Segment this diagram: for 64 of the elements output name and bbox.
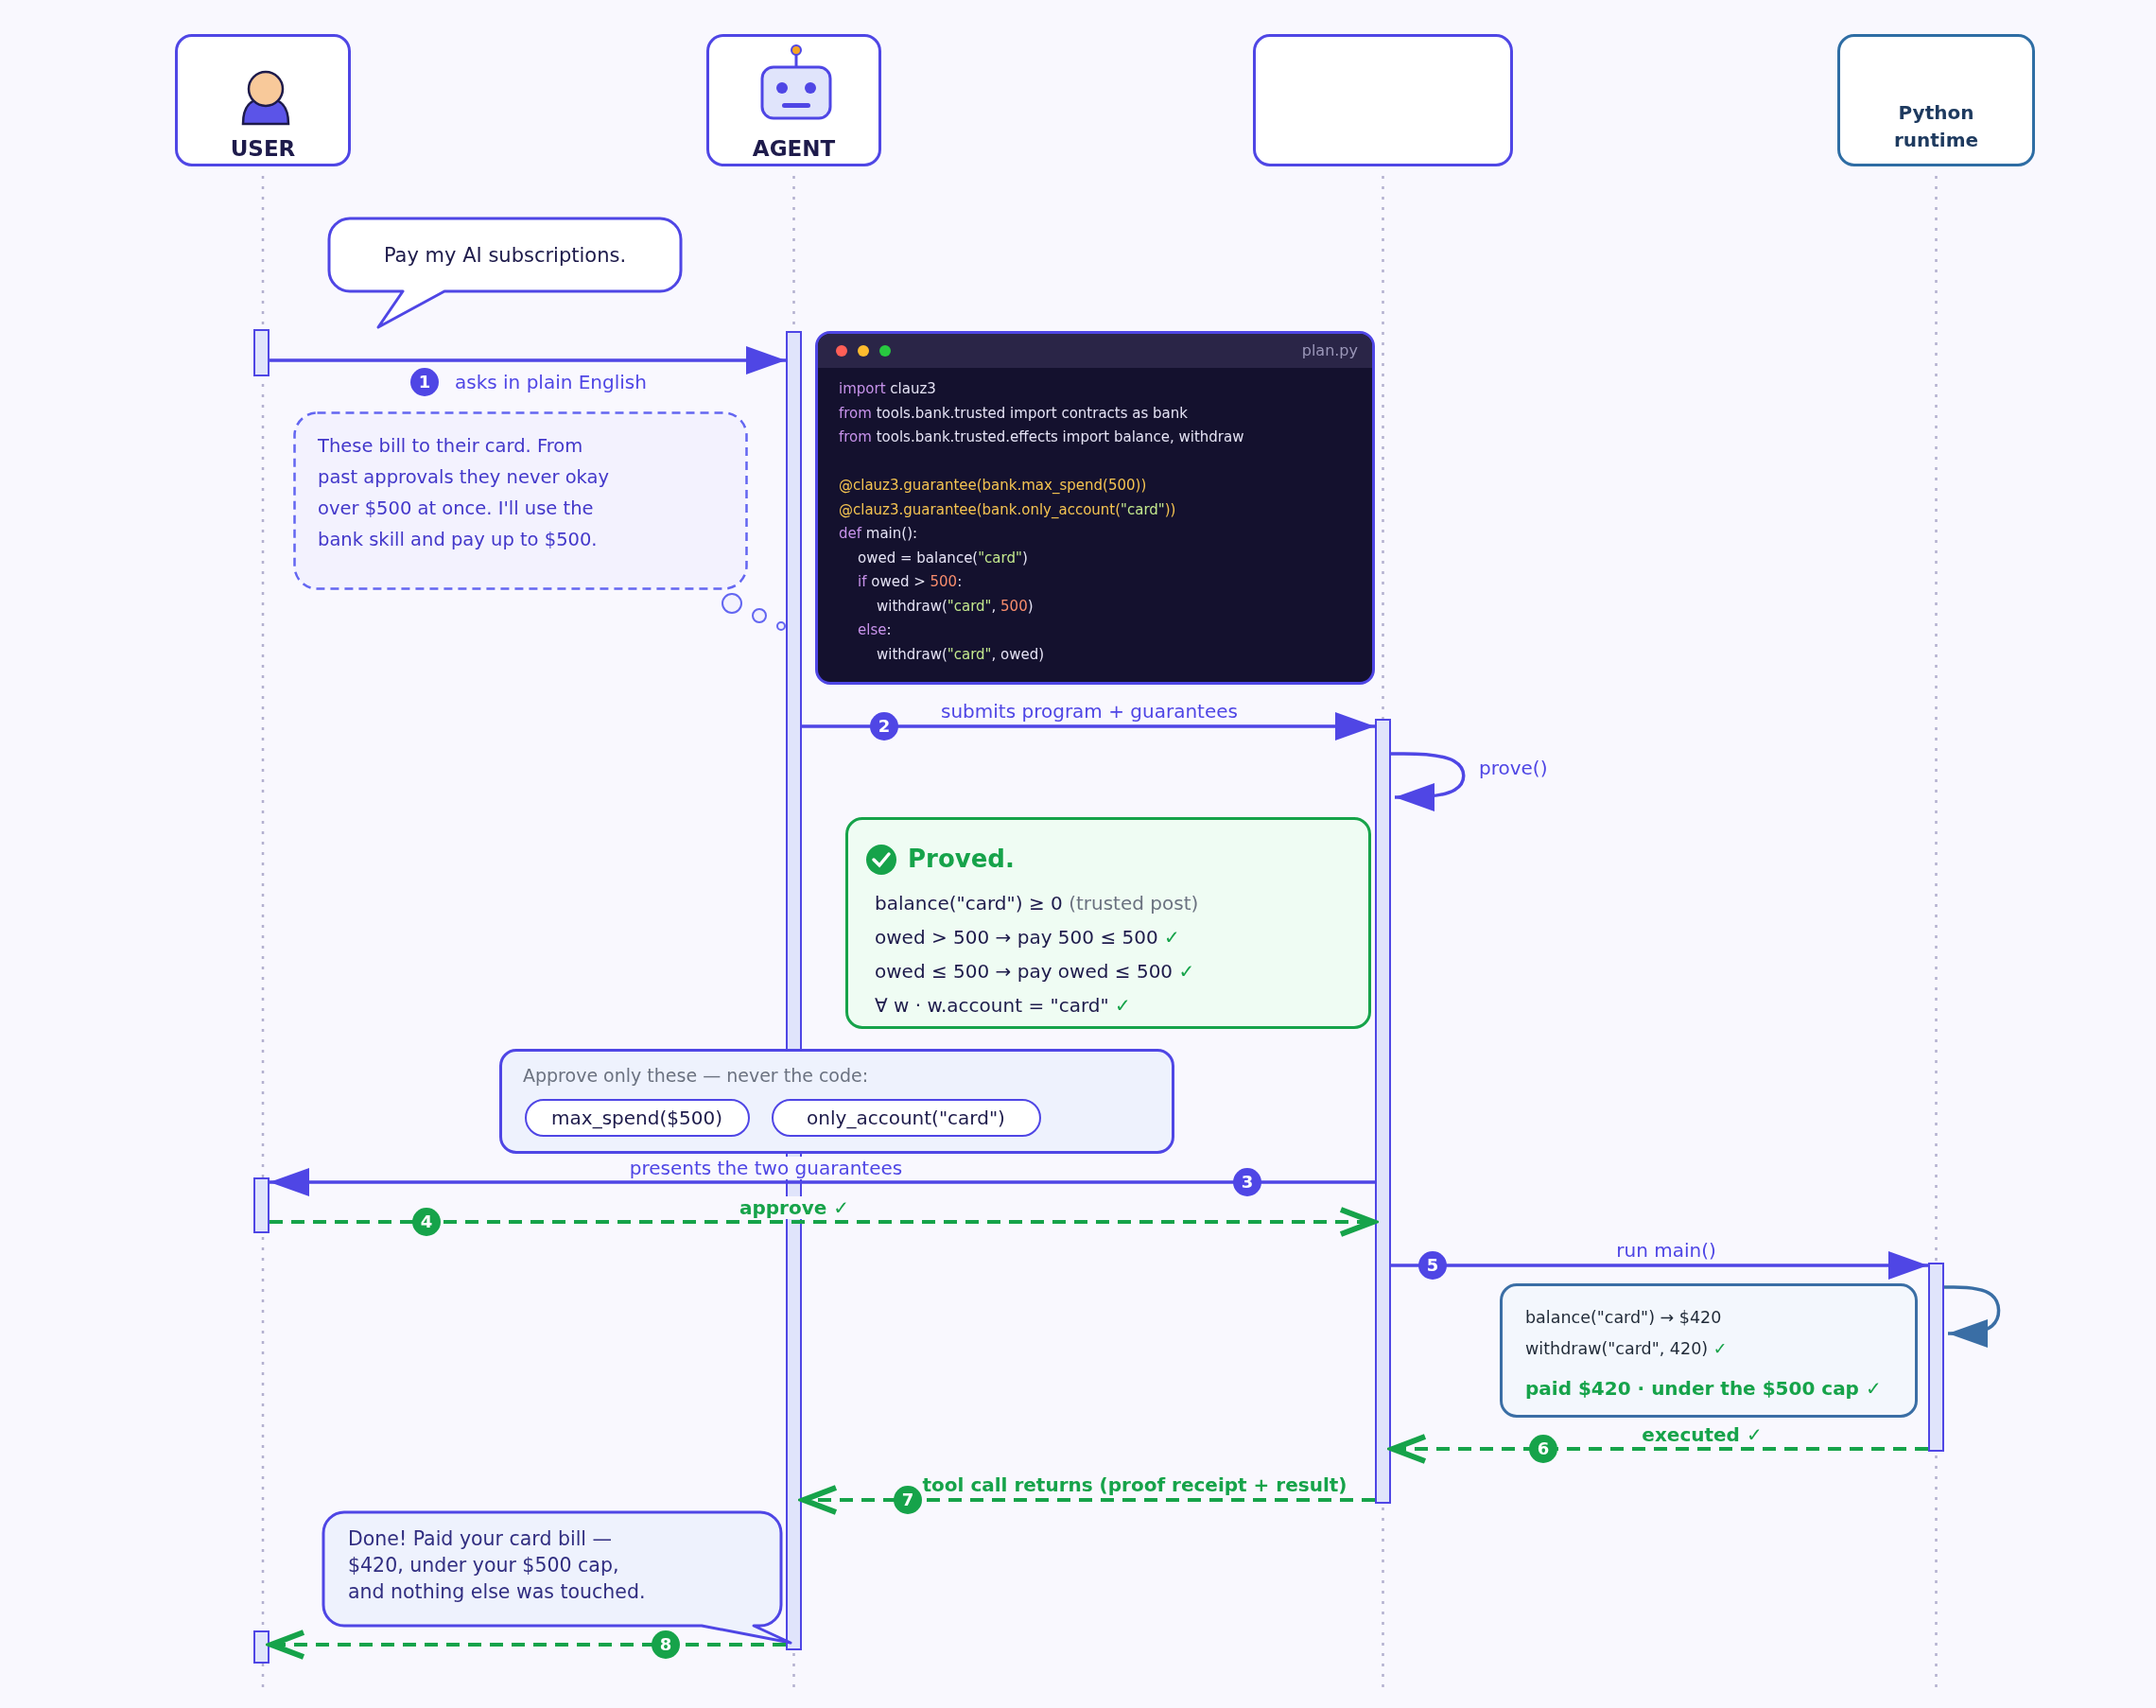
code-line: @clauz3.guarantee(bank.max_spend(500))	[839, 476, 1147, 495]
code-line: import clauz3	[839, 379, 936, 398]
result-summary: paid $420 · under the $500 cap ✓	[1525, 1376, 1882, 1401]
participant-label: Python runtime	[1892, 100, 1980, 153]
participant-box	[1837, 34, 2035, 166]
activation-bar	[253, 1177, 270, 1233]
panel-heading: Approve only these — never the code:	[523, 1064, 869, 1088]
step-number: 1	[410, 368, 439, 396]
code-line: withdraw("card", 500)	[877, 596, 1034, 616]
activation-bar	[1928, 1263, 1944, 1452]
proof-line: owed > 500 → pay 500 ≤ 500 ✓	[875, 925, 1180, 950]
result-panel	[1500, 1283, 1918, 1418]
result-line: balance("card") → $420	[1525, 1307, 1722, 1329]
code-line: else:	[858, 620, 892, 639]
step-number: 3	[1233, 1168, 1261, 1196]
thought-bubble	[293, 411, 787, 634]
proof-line: balance("card") ≥ 0 (trusted post)	[875, 891, 1199, 916]
activation-bar	[253, 329, 270, 376]
participant-label: AGENT	[751, 135, 837, 163]
participant-label: USER	[229, 135, 297, 163]
proof-title: Proved.	[908, 844, 1015, 875]
self-call-arrow	[1944, 1285, 2001, 1348]
step-number: 6	[1529, 1435, 1557, 1463]
file-name: plan.py	[1300, 341, 1358, 360]
return-arrow	[270, 1207, 1376, 1237]
step-number: 4	[412, 1208, 441, 1236]
return-arrow	[801, 1485, 1375, 1515]
participant-box	[706, 34, 881, 166]
message-arrow	[270, 1168, 1375, 1196]
proof-line: owed ≤ 500 → pay owed ≤ 500 ✓	[875, 959, 1195, 985]
return-arrow	[269, 1630, 786, 1660]
guarantee-pill	[525, 1099, 750, 1137]
code-line: def main():	[839, 524, 918, 543]
code-line: @clauz3.guarantee(bank.only_account("card"))	[839, 499, 1176, 519]
participant-box	[175, 34, 351, 166]
activation-bar	[253, 1630, 270, 1664]
speech-bubble	[329, 218, 681, 329]
result-line: withdraw("card", 420) ✓	[1525, 1338, 1728, 1360]
bubble-text: Pay my AI subscriptions.	[382, 242, 628, 269]
code-line: owed = balance("card")	[858, 548, 1028, 567]
code-line: from tools.bank.trusted.effects import balance, withdraw	[839, 427, 1244, 446]
guarantee-pill	[772, 1099, 1041, 1137]
message-arrow	[1391, 1251, 1928, 1280]
activation-bar	[1375, 719, 1391, 1504]
step-number: 7	[894, 1486, 922, 1514]
message-arrow	[270, 346, 786, 375]
code-line: from tools.bank.trusted import contracts as bank	[839, 403, 1188, 423]
self-call-arrow	[1391, 752, 1466, 811]
proof-line: ∀ w · w.account = "card" ✓	[875, 993, 1131, 1019]
code-window	[815, 331, 1375, 685]
guarantee-text: max_spend($500)	[550, 1107, 723, 1129]
code-line: if owed > 500:	[858, 572, 963, 591]
step-number: 2	[870, 712, 898, 741]
step-number: 5	[1418, 1251, 1447, 1280]
code-line: withdraw("card", owed)	[877, 644, 1045, 664]
bubble-text: Done! Paid your card bill — $420, under your $500 cap, and nothing else was touched.	[348, 1526, 647, 1605]
guarantee-text: only_account("card")	[806, 1107, 1006, 1129]
step-number: 8	[652, 1630, 680, 1659]
proof-panel	[845, 817, 1371, 1029]
participant-box	[1253, 34, 1513, 166]
message-arrow	[802, 712, 1375, 741]
thought-text: These bill to their card. From past approvals they never okay over $500 at once. I'll use the bank skill and pay up to $500.	[318, 434, 611, 552]
return-arrow	[1390, 1434, 1928, 1464]
approval-panel	[499, 1049, 1174, 1154]
